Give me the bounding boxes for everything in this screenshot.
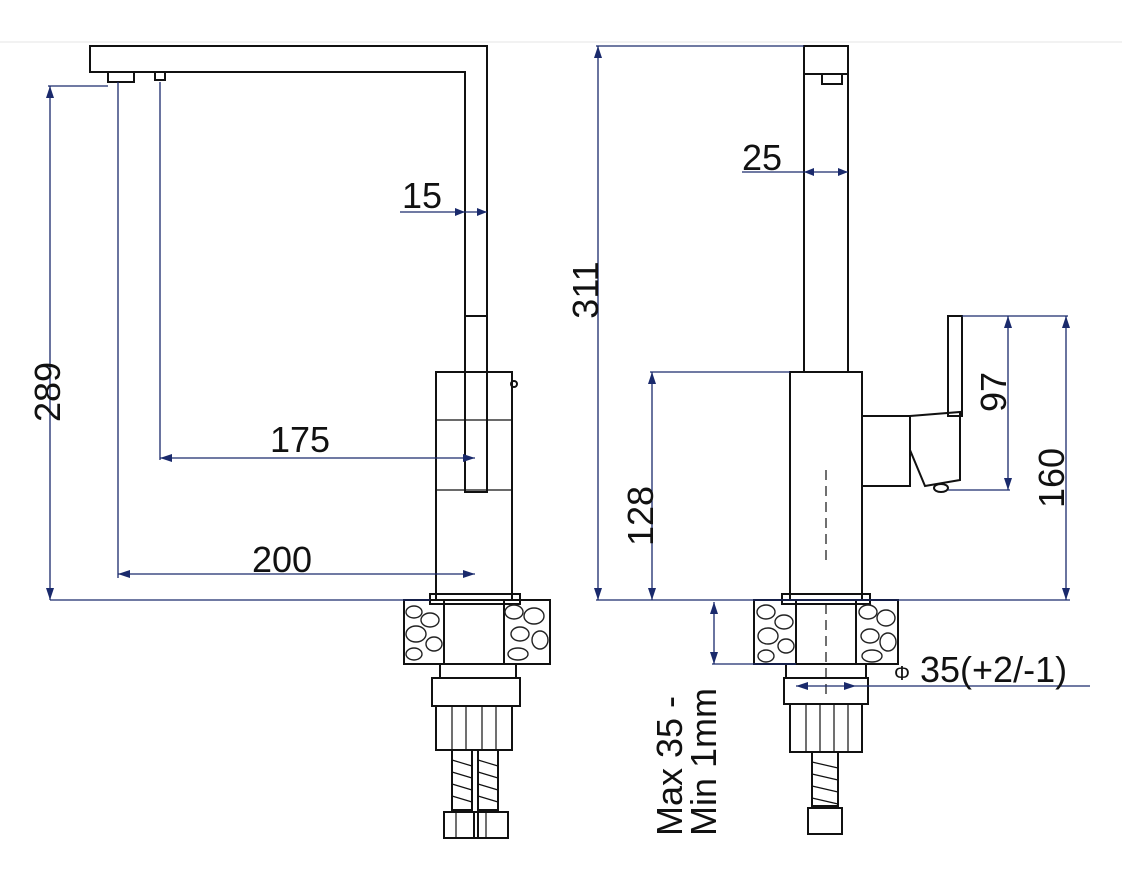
dim-200-label: 200 <box>252 539 312 580</box>
side-nut-upper <box>431 677 521 707</box>
phi-symbol: Φ <box>894 663 910 685</box>
dim-25: 25 <box>742 137 848 178</box>
side-hose-nut-right <box>473 811 509 839</box>
dim-97: 97 <box>948 315 1068 491</box>
dim-311: 311 <box>565 45 804 600</box>
front-lever-cap <box>909 410 961 488</box>
front-aerator <box>821 73 843 85</box>
dim-15-label: 15 <box>402 175 442 216</box>
dim-200: 200 <box>117 82 475 580</box>
side-hose-left <box>451 749 473 811</box>
dim-160-label: 160 <box>1031 448 1072 508</box>
front-view: 311 25 128 97 <box>565 45 1090 836</box>
dim-128: 128 <box>620 371 790 600</box>
side-view: 289 15 175 200 <box>27 45 551 839</box>
front-spout-column <box>803 73 849 373</box>
side-hose-right <box>477 749 499 811</box>
dim-hole-diameter: Φ 35(+2/-1) <box>796 649 1090 690</box>
front-fixing-nut <box>789 703 863 753</box>
dim-25-label: 25 <box>742 137 782 178</box>
front-hose <box>811 751 839 807</box>
dim-160: 160 <box>1031 316 1072 600</box>
dim-311-label: 311 <box>565 261 606 318</box>
dim-15: 15 <box>400 175 487 216</box>
side-body <box>435 371 513 601</box>
side-fixing-nut <box>435 705 513 751</box>
front-spout-top <box>803 45 849 75</box>
side-nozzle <box>154 71 166 81</box>
dim-max-line2: Min 1mm <box>683 688 724 836</box>
dim-175-label: 175 <box>270 419 330 460</box>
dim-128-label: 128 <box>620 486 661 546</box>
front-lever-hub <box>861 415 911 487</box>
side-handle <box>464 315 488 493</box>
front-hose-nut <box>807 807 843 835</box>
front-lever <box>947 315 963 417</box>
dim-289-label: 289 <box>27 362 68 422</box>
dim-175: 175 <box>159 82 475 462</box>
side-shank <box>443 603 505 665</box>
side-hose-nut-left <box>443 811 479 839</box>
dim-max-thickness: Max 35 - Min 1mm <box>649 602 796 836</box>
dim-hole-label: 35(+2/-1) <box>920 649 1067 690</box>
side-countertop-stone <box>403 599 551 665</box>
dim-289: 289 <box>27 85 430 601</box>
dim-97-label: 97 <box>973 372 1014 412</box>
side-washer <box>439 663 517 679</box>
side-aerator <box>107 71 135 83</box>
dim-max-line1: Max 35 - <box>649 696 690 836</box>
